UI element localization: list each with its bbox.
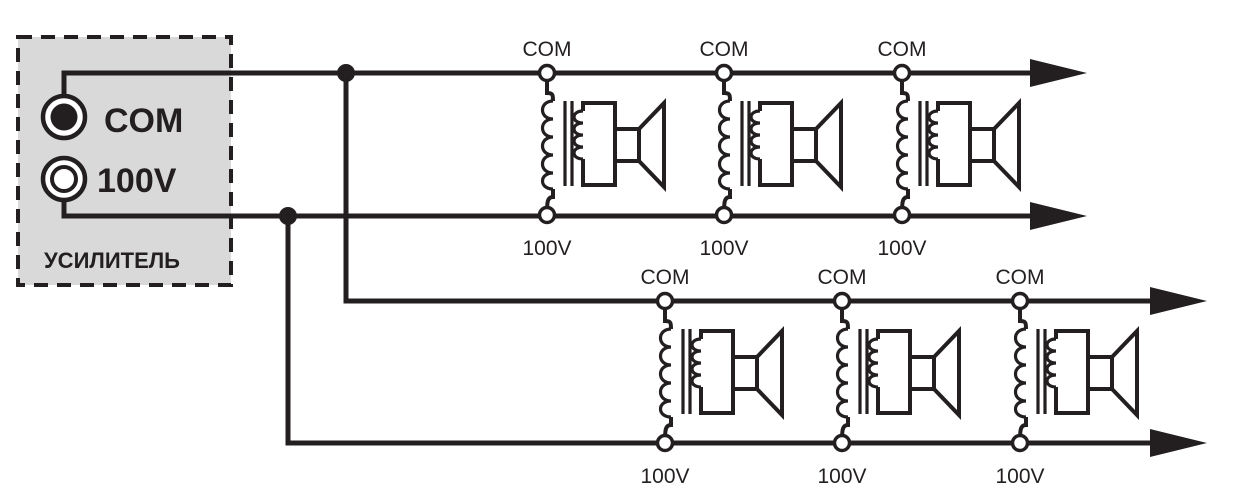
speaker-com-label: COM (523, 38, 572, 61)
speaker-100v-label: 100V (995, 465, 1044, 488)
row1-com-arrow-icon (1030, 59, 1087, 87)
terminal-100v (537, 205, 557, 225)
speaker-com-label: COM (878, 38, 927, 61)
row1-v100-arrow-icon (1030, 202, 1087, 230)
speaker-com-label: COM (818, 266, 867, 289)
com-jack-core (50, 103, 78, 131)
speaker-100v-label: 100V (817, 465, 866, 488)
row2-v100-arrow-icon (1150, 429, 1207, 457)
terminal-com (537, 63, 557, 83)
speaker-com-label: COM (641, 266, 690, 289)
com-junction (337, 64, 355, 82)
v100-junction (279, 207, 297, 225)
speaker-100v-label: 100V (877, 237, 926, 260)
speaker-100v-label: 100V (699, 237, 748, 260)
speaker-com-label: COM (700, 38, 749, 61)
com-bus-wire (61, 70, 1040, 96)
v100-bus-wire (61, 200, 1040, 219)
terminal-com (714, 63, 734, 83)
row2-com-wire (343, 73, 1160, 304)
terminal-100v (1010, 433, 1030, 453)
speaker-com-label: COM (996, 266, 1045, 289)
speaker-100v-label: 100V (640, 465, 689, 488)
amp-com-label: COM (104, 102, 183, 140)
speaker-r1-1: COM 100V (522, 38, 666, 260)
amp-100v-label: 100V (97, 162, 177, 200)
speaker-r2-1: COM 100V (640, 266, 784, 488)
terminal-100v (714, 205, 734, 225)
amplifier-title: УСИЛИТЕЛЬ (44, 248, 180, 273)
terminal-100v (655, 433, 675, 453)
row2-v100-wire (285, 216, 1160, 446)
terminal-com (1010, 291, 1030, 311)
terminal-com (655, 291, 675, 311)
terminal-100v (832, 433, 852, 453)
terminal-com (892, 63, 912, 83)
speaker-r2-3: COM 100V (995, 266, 1139, 488)
v100-jack-ring (50, 165, 78, 193)
speaker-r1-3: COM 100V (877, 38, 1021, 260)
speaker-r2-2: COM 100V (817, 266, 961, 488)
amplifier-block: COM 100V УСИЛИТЕЛЬ (16, 35, 233, 287)
terminal-com (832, 291, 852, 311)
speaker-r1-2: COM 100V (699, 38, 843, 260)
speaker-100v-label: 100V (522, 237, 571, 260)
terminal-100v (892, 205, 912, 225)
row2-com-arrow-icon (1150, 287, 1207, 315)
